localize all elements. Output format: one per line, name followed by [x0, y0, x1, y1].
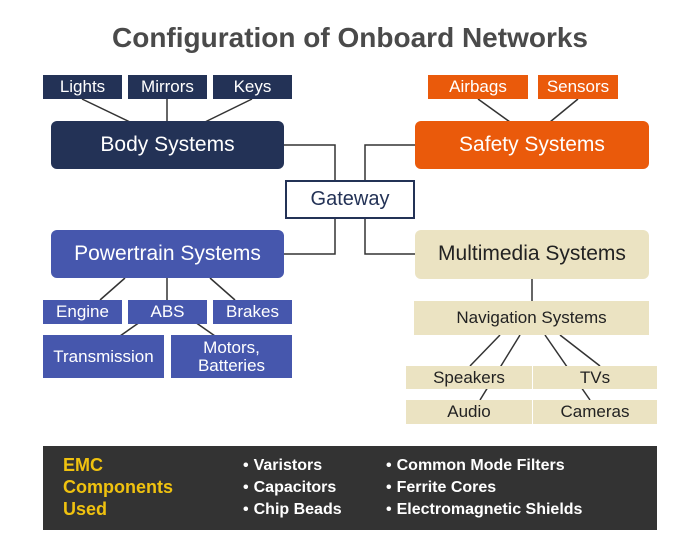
legend-item-chip-beads: Chip Beads [243, 499, 342, 521]
body-item-keys: Keys [213, 75, 292, 99]
multimedia-item-audio: Audio [406, 400, 532, 424]
powertrain-item-abs: ABS [128, 300, 207, 324]
body-item-lights: Lights [43, 75, 122, 99]
powertrain-item-transmission: Transmission [43, 335, 164, 378]
legend-item-common-mode-filters: Common Mode Filters [386, 455, 582, 477]
connector-transmission [119, 321, 141, 337]
connector-multimedia-gateway [364, 219, 415, 255]
safety-systems-box: Safety Systems [415, 121, 649, 169]
legend-item-ferrite-cores: Ferrite Cores [386, 477, 582, 499]
connector-airbags [477, 98, 511, 123]
powertrain-item-brakes: Brakes [213, 300, 292, 324]
multimedia-item-tvs: TVs [533, 366, 657, 389]
legend-column-2: Common Mode Filters Ferrite Cores Electr… [386, 455, 583, 521]
safety-item-sensors: Sensors [538, 75, 618, 99]
emc-components-legend: EMC Components Used Varistors Capacitors… [43, 446, 657, 530]
powertrain-item-engine: Engine [43, 300, 122, 324]
connector-powertrain-gateway [284, 219, 336, 255]
legend-title: EMC Components Used [63, 455, 173, 519]
gateway-box: Gateway [285, 180, 415, 219]
connector-engine [99, 277, 126, 301]
body-item-mirrors: Mirrors [128, 75, 207, 99]
connector-sensors [549, 98, 579, 123]
legend-item-capacitors: Capacitors [243, 477, 342, 499]
legend-item-varistors: Varistors [243, 455, 342, 477]
connector-motors [194, 321, 216, 337]
connector-keys [204, 98, 253, 123]
legend-item-electromagnetic-shields: Electromagnetic Shields [386, 499, 583, 521]
connector-safety-gateway [364, 144, 415, 180]
multimedia-systems-box: Multimedia Systems [415, 230, 649, 279]
powertrain-item-motors-batteries: Motors, Batteries [171, 335, 292, 378]
multimedia-item-cameras: Cameras [533, 400, 657, 424]
connector-speakers [469, 334, 501, 367]
multimedia-item-speakers: Speakers [406, 366, 532, 389]
connector-brakes [209, 277, 236, 301]
connector-lights [81, 98, 131, 123]
connector-body-gateway [284, 144, 336, 180]
powertrain-systems-box: Powertrain Systems [51, 230, 284, 278]
page-title: Configuration of Onboard Networks [112, 22, 588, 53]
navigation-systems-box: Navigation Systems [414, 301, 649, 335]
legend-column-1: Varistors Capacitors Chip Beads [243, 455, 342, 521]
connector-tvs [559, 334, 601, 367]
body-systems-box: Body Systems [51, 121, 284, 169]
safety-item-airbags: Airbags [428, 75, 528, 99]
